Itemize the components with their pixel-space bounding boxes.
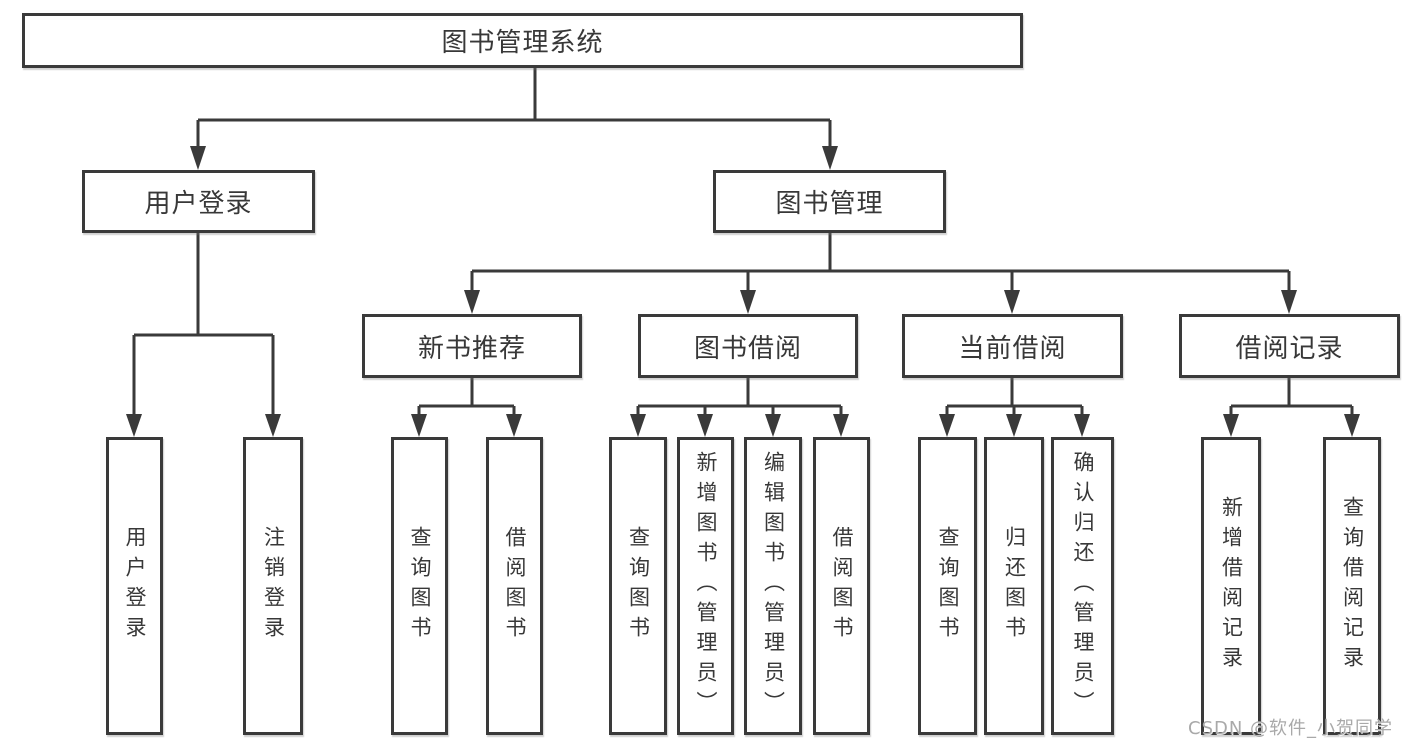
node-label: 注销登录 [261,526,286,646]
leaf-edit-book-admin: 编辑图书（管理员） [744,437,802,735]
leaf-query-borrow-record: 查询借阅记录 [1323,437,1381,735]
arrowhead-icon [822,146,838,170]
node-label: 图书管理 [775,189,884,219]
arrowhead-icon [1344,414,1360,437]
leaf-user-login: 用户登录 [106,437,163,735]
leaf-query-books-borrow: 查询图书 [609,437,667,735]
arrowhead-icon [1004,290,1020,314]
arrowhead-icon [464,290,480,314]
arrowhead-icon [411,414,427,437]
arrowhead-icon [765,414,781,437]
node-label: 查询图书 [936,526,961,646]
arrowhead-icon [833,414,849,437]
watermark: CSDN @软件_小贺同学 [1188,718,1394,739]
node-user-login: 用户登录 [82,170,315,233]
arrowhead-icon [697,414,713,437]
leaf-return-book: 归还图书 [984,437,1044,735]
arrowhead-icon [1223,414,1239,437]
node-label: 查询借阅记录 [1340,496,1365,676]
node-label: 图书借阅 [693,333,802,364]
connector-level3-to-leaves [417,378,1354,417]
node-label: 新书推荐 [417,333,526,364]
arrowhead-icon [190,146,206,170]
connector-root-to-level2 [196,68,832,148]
node-label: 编辑图书（管理员） [761,451,786,721]
arrowhead-icon [1006,414,1022,437]
node-label: 新增借阅记录 [1219,496,1244,676]
leaf-query-books-recommend: 查询图书 [391,437,448,735]
node-system-root: 图书管理系统 [22,13,1023,68]
node-label: 查询图书 [408,526,433,646]
node-label: 新增图书（管理员） [694,451,719,721]
arrowhead-icons [126,146,1360,437]
arrowhead-icon [126,414,142,437]
node-label: 用户登录 [123,526,148,646]
node-new-book-recommend: 新书推荐 [362,314,582,378]
node-label: 归还图书 [1002,526,1027,646]
connector-lines [132,68,1354,417]
arrowhead-icon [630,414,646,437]
leaf-confirm-return-admin: 确认归还（管理员） [1051,437,1114,735]
connector-bookmgmt-to-level3 [470,233,1291,293]
node-label: 当前借阅 [958,333,1067,364]
node-label: 借阅记录 [1235,333,1344,364]
node-borrow-record: 借阅记录 [1179,314,1400,378]
leaf-query-books-current: 查询图书 [918,437,977,735]
node-label: 用户登录 [144,189,253,219]
node-current-borrow: 当前借阅 [902,314,1123,378]
leaf-borrow-books: 借阅图书 [813,437,870,735]
node-book-borrow: 图书借阅 [638,314,858,378]
node-label: 借阅图书 [830,526,855,646]
leaf-borrow-books-recommend: 借阅图书 [486,437,543,735]
node-book-management: 图书管理 [713,170,946,233]
arrowhead-icon [265,414,281,437]
arrowhead-icon [740,290,756,314]
arrowhead-icon [506,414,522,437]
connector-userlogin-to-leaves [132,233,275,416]
node-label: 借阅图书 [503,526,528,646]
arrowhead-icon [939,414,955,437]
arrowhead-icon [1074,414,1090,437]
leaf-add-book-admin: 新增图书（管理员） [677,437,734,735]
node-label: 图书管理系统 [441,28,604,58]
leaf-add-borrow-record: 新增借阅记录 [1201,437,1261,735]
arrowhead-icon [1281,290,1297,314]
leaf-logout: 注销登录 [243,437,303,735]
node-label: 确认归还（管理员） [1071,451,1096,721]
node-label: 查询图书 [626,526,651,646]
